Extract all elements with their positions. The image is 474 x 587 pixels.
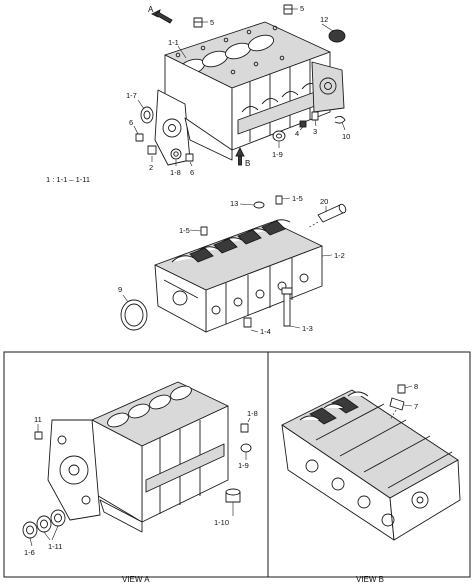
callout-3: 3	[313, 127, 317, 136]
bolt-part-3	[311, 111, 319, 121]
callout-1-8: 1-8	[170, 168, 181, 177]
ring-part-1-7	[140, 106, 154, 124]
middle-leaders	[122, 197, 333, 333]
callout-9: 9	[118, 285, 122, 294]
ring-part-1-9-view-a	[240, 443, 252, 453]
bolt-part-1-4	[243, 317, 252, 328]
view-a-marker: A	[148, 5, 154, 14]
view-b-frame	[267, 351, 471, 578]
ring-part-1-8	[170, 148, 182, 160]
callout-1-9-view-a: 1-9	[238, 461, 249, 470]
callout-13: 13	[230, 199, 238, 208]
clip-part-10	[334, 115, 346, 124]
callout-5-left: 5	[210, 18, 214, 27]
plug-part-6a	[135, 133, 144, 142]
callout-5-right: 5	[300, 4, 304, 13]
kit-note: 1 : 1-1 – 1-11	[46, 175, 90, 184]
callout-1-8-view-a: 1-8	[247, 409, 258, 418]
cap-part-12	[328, 29, 346, 43]
callout-1-3: 1-3	[302, 324, 313, 333]
callout-1-4: 1-4	[260, 327, 271, 336]
callout-1-7: 1-7	[126, 91, 137, 100]
cup-plug-part-1-11a	[36, 515, 52, 533]
cup-plug-part-1-11b	[50, 509, 66, 527]
callout-4: 4	[295, 129, 299, 138]
view-a-leaders	[29, 417, 251, 547]
plug-part-4	[299, 120, 307, 128]
view-b-marker: B	[245, 159, 250, 168]
plug-part-2	[147, 145, 157, 155]
callout-6-lower: 6	[190, 168, 194, 177]
caption-view-b: VIEW B	[356, 575, 384, 584]
cup-plug-part-1-6	[22, 521, 38, 539]
view-a-arrow: A	[148, 5, 173, 24]
callout-20: 20	[320, 197, 328, 206]
ring-part-1-9	[272, 130, 286, 142]
bearing-case-middle	[154, 219, 323, 333]
view-b-arrow: B	[235, 146, 250, 168]
nozzle-part-7	[389, 397, 405, 411]
top-callouts: 1-1 5 5 12 1-7 6 4 3 10 2 1-8 6 1-9 1 : …	[46, 4, 350, 184]
callout-1-6: 1-6	[24, 548, 35, 557]
callout-8: 8	[414, 382, 418, 391]
middle-callouts: 13 1-5 1-5 20 1-2 9 1-4 1-3	[118, 194, 345, 336]
view-b-parts	[389, 384, 406, 421]
plug-part-11	[34, 431, 43, 440]
view-a-block	[47, 381, 229, 533]
view-b-leaders	[403, 385, 413, 407]
bolt-part-1-5-top	[275, 195, 283, 205]
callout-2: 2	[149, 163, 153, 172]
view-b-callouts: 8 7 VIEW B	[356, 382, 418, 584]
callout-12: 12	[320, 15, 328, 24]
callout-1-10: 1-10	[214, 518, 229, 527]
oring-part-13	[253, 201, 265, 209]
callout-7: 7	[414, 402, 418, 411]
bolt-part-8	[397, 384, 406, 394]
callout-10: 10	[342, 132, 350, 141]
view-b-block	[281, 389, 461, 541]
callout-1-11: 1-11	[48, 542, 62, 551]
view-a-callouts: 11 1-8 1-9 1-10 1-6 1-11 VIEW A	[24, 409, 258, 584]
callout-1-5-left: 1-5	[179, 226, 190, 235]
callout-1-1: 1-1	[168, 38, 179, 47]
callout-1-2: 1-2	[334, 251, 345, 260]
plug-part-1-8-view-a	[240, 423, 249, 433]
plug-part-5b	[283, 4, 293, 15]
top-leaders	[133, 8, 346, 167]
bearing-case-fittings	[120, 195, 347, 331]
caption-view-a: VIEW A	[122, 575, 150, 584]
callout-6-left: 6	[129, 118, 133, 127]
plug-part-6b	[185, 153, 194, 162]
cylinder-block-top	[154, 21, 345, 166]
callout-11: 11	[34, 415, 42, 424]
callout-1-5-top: 1-5	[292, 194, 303, 203]
view-a-parts	[22, 423, 252, 539]
plug-part-5a	[193, 17, 203, 28]
bolt-part-1-5-left	[200, 226, 208, 236]
block-fittings	[135, 4, 346, 162]
long-bolt-part-1-3	[283, 291, 291, 327]
callout-1-9: 1-9	[272, 150, 283, 159]
